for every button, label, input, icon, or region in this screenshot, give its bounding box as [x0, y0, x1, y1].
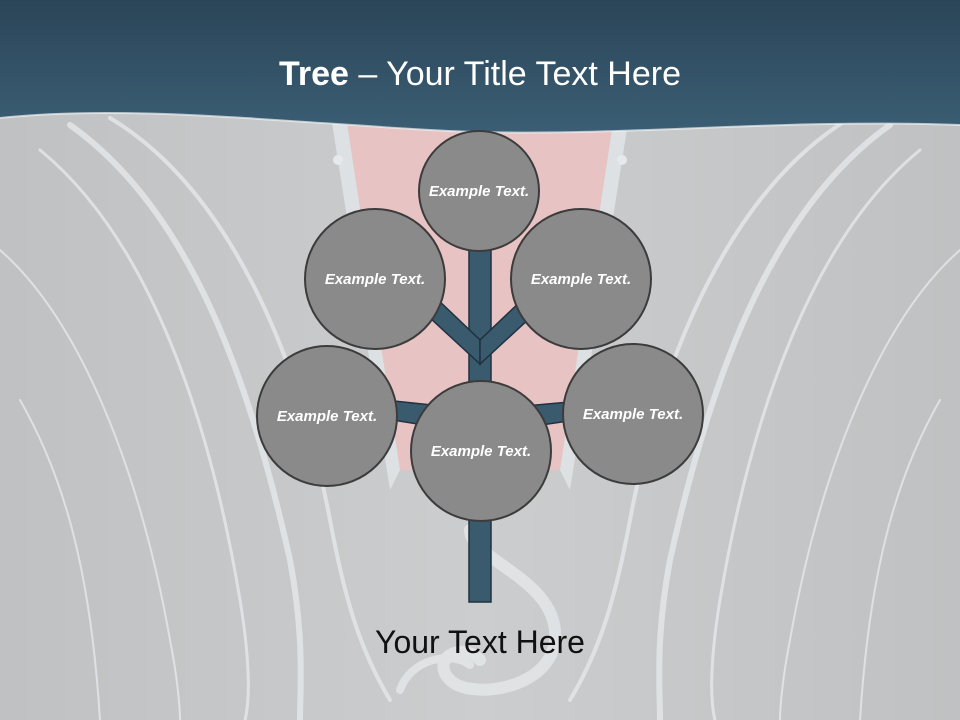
- title-rest: – Your Title Text Here: [348, 55, 681, 93]
- node-label: Example Text.: [428, 182, 530, 200]
- node-label: Example Text.: [430, 442, 532, 460]
- tree-node-upper-right: Example Text.: [510, 208, 652, 350]
- tree-node-center: Example Text.: [410, 380, 552, 522]
- title-bold: Tree: [279, 55, 349, 93]
- tree-node-lower-right: Example Text.: [562, 343, 704, 485]
- tree-node-upper-left: Example Text.: [304, 208, 446, 350]
- node-label: Example Text.: [530, 270, 632, 288]
- footer-text: Your Text Here: [375, 624, 585, 660]
- tree-node-lower-left: Example Text.: [256, 345, 398, 487]
- node-label: Example Text.: [276, 407, 378, 425]
- header-band: [0, 0, 960, 133]
- slide-title: Tree – Your Title Text Here: [0, 52, 960, 96]
- node-label: Example Text.: [324, 270, 426, 288]
- tree-node-top: Example Text.: [418, 130, 540, 252]
- node-label: Example Text.: [582, 405, 684, 423]
